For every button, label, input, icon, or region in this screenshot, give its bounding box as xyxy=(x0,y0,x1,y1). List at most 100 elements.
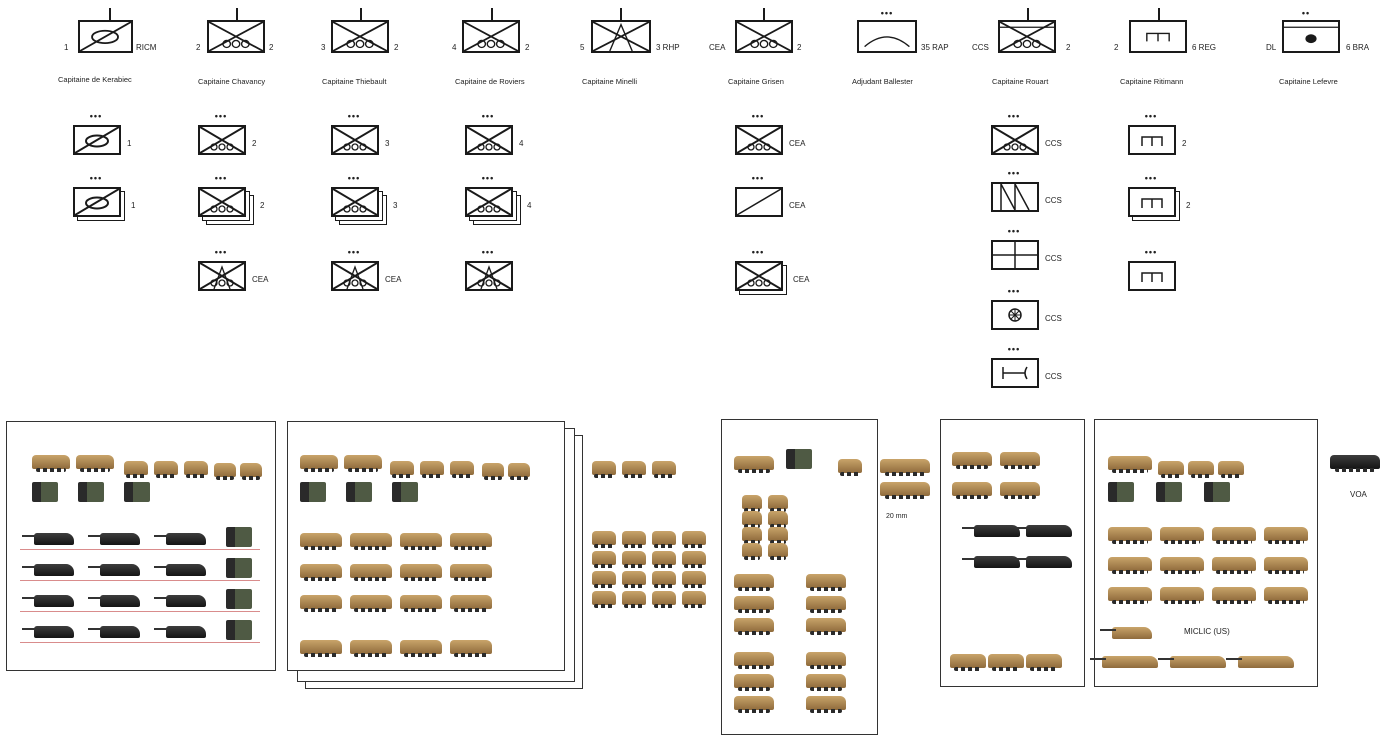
subunit-label: CEA xyxy=(252,275,268,285)
subunit-symbol-eng xyxy=(1128,187,1176,217)
armored-command-icon xyxy=(1026,525,1072,537)
subunit-symbol-recon xyxy=(73,187,121,217)
echelon-dots: ••• xyxy=(1136,248,1166,257)
artillery-gun-icon xyxy=(880,482,930,496)
light-vehicle-icon xyxy=(682,531,706,545)
unit-echelon-label: 2 xyxy=(196,43,200,53)
transport-truck-icon xyxy=(1026,654,1062,668)
vab-desert-icon xyxy=(450,533,492,547)
subunit-symbol-mech xyxy=(198,125,246,155)
unit-parent-label: 2 xyxy=(525,43,529,53)
unit-commander-caption: Capitaine Chavancy xyxy=(198,77,265,87)
subunit-symbol-mech xyxy=(735,261,783,291)
unit-parent-label: 6 BRA xyxy=(1346,43,1369,53)
vab-desert-icon xyxy=(1108,587,1152,601)
echelon-dots: ••• xyxy=(339,174,369,183)
unit-echelon-label: 5 xyxy=(580,43,584,53)
armored-command-icon xyxy=(1026,556,1072,568)
truck-icon xyxy=(392,482,418,502)
light-vehicle-icon xyxy=(592,551,616,565)
subunit-symbol-at xyxy=(465,261,513,291)
subunit-symbol-bridge xyxy=(991,358,1039,388)
subunit-label: CEA xyxy=(789,139,805,149)
echelon-dots: •• xyxy=(1296,9,1316,18)
vab-trailer-icon xyxy=(734,618,774,632)
armored-car-icon xyxy=(34,595,74,607)
unit-commander-caption: Capitaine Lefevre xyxy=(1279,77,1338,87)
light-vehicle-icon xyxy=(622,531,646,545)
echelon-dots: ••• xyxy=(743,174,773,183)
subunit-symbol-cross xyxy=(991,240,1039,270)
vab-desert-icon xyxy=(450,595,492,609)
light-vehicle-icon xyxy=(1188,461,1214,475)
light-vehicle-icon xyxy=(450,461,474,475)
vab-desert-icon xyxy=(32,455,70,469)
echelon-dots: ••• xyxy=(999,345,1029,354)
subunit-label: CEA xyxy=(789,201,805,211)
vab-desert-icon xyxy=(1160,587,1204,601)
unit-parent-label: 3 RHP xyxy=(656,43,680,53)
echelon-dots: ••• xyxy=(872,9,902,18)
echelon-dots: ••• xyxy=(999,227,1029,236)
light-vehicle-icon xyxy=(652,591,676,605)
unit-stem xyxy=(1027,8,1029,20)
light-vehicle-icon xyxy=(124,461,148,475)
subunit-symbol-mech xyxy=(735,125,783,155)
unit-commander-caption: Capitaine de Kerabiec xyxy=(58,75,132,85)
vab-trailer-icon xyxy=(806,574,846,588)
light-vehicle-icon xyxy=(768,511,788,525)
echelon-dots: ••• xyxy=(81,112,111,121)
unit-symbol-radar xyxy=(857,20,917,53)
unit-parent-label: 2 xyxy=(394,43,398,53)
vab-desert-icon xyxy=(1160,527,1204,541)
vab-trailer-icon xyxy=(806,652,846,666)
subunit-symbol-eng xyxy=(1128,261,1176,291)
echelon-dots: ••• xyxy=(206,112,236,121)
voa-vehicle-icon xyxy=(1330,455,1380,469)
subunit-label: 2 xyxy=(252,139,256,149)
armored-car-icon xyxy=(100,595,140,607)
vab-desert-icon xyxy=(1108,527,1152,541)
unit-parent-label: 6 REG xyxy=(1192,43,1216,53)
light-vehicle-icon xyxy=(768,495,788,509)
light-vehicle-icon xyxy=(768,543,788,557)
subunit-label: CEA xyxy=(793,275,809,285)
echelon-dots: ••• xyxy=(339,248,369,257)
vab-desert-icon xyxy=(1108,456,1152,470)
subunit-label: 3 xyxy=(385,139,389,149)
truck-icon xyxy=(1204,482,1230,502)
vab-desert-icon xyxy=(400,564,442,578)
unit-commander-caption: Capitaine Rouart xyxy=(992,77,1048,87)
vab-desert-icon xyxy=(1264,527,1308,541)
vab-trailer-icon xyxy=(734,652,774,666)
unit-symbol-command-support xyxy=(998,20,1056,53)
echelon-dots: ••• xyxy=(473,248,503,257)
vab-desert-icon xyxy=(300,533,342,547)
unit-stem xyxy=(620,8,622,20)
caliber-label: 20 mm xyxy=(886,512,907,522)
subunit-label: 2 xyxy=(1186,201,1190,211)
light-vehicle-icon xyxy=(1158,461,1184,475)
subunit-label: 1 xyxy=(131,201,135,211)
subunit-symbol-mech xyxy=(198,187,246,217)
light-vehicle-icon xyxy=(622,551,646,565)
subunit-label: CCS xyxy=(1045,196,1062,206)
vab-desert-icon xyxy=(1212,527,1256,541)
vab-desert-icon xyxy=(350,595,392,609)
truck-icon xyxy=(226,527,252,547)
echelon-dots: ••• xyxy=(473,112,503,121)
unit-parent-label: 2 xyxy=(269,43,273,53)
subunit-symbol-mech xyxy=(465,125,513,155)
light-vehicle-icon xyxy=(768,527,788,541)
unit-echelon-label: 4 xyxy=(452,43,456,53)
light-vehicle-icon xyxy=(622,461,646,475)
vab-desert-icon xyxy=(400,533,442,547)
light-vehicle-icon xyxy=(622,571,646,585)
tank-desert-icon xyxy=(1102,656,1158,668)
light-vehicle-icon xyxy=(154,461,178,475)
motorcycle-icon xyxy=(482,463,504,477)
unit-symbol-mech-infantry xyxy=(735,20,793,53)
unit-stem xyxy=(763,8,765,20)
vab-desert-icon xyxy=(350,533,392,547)
armored-car-icon xyxy=(34,626,74,638)
